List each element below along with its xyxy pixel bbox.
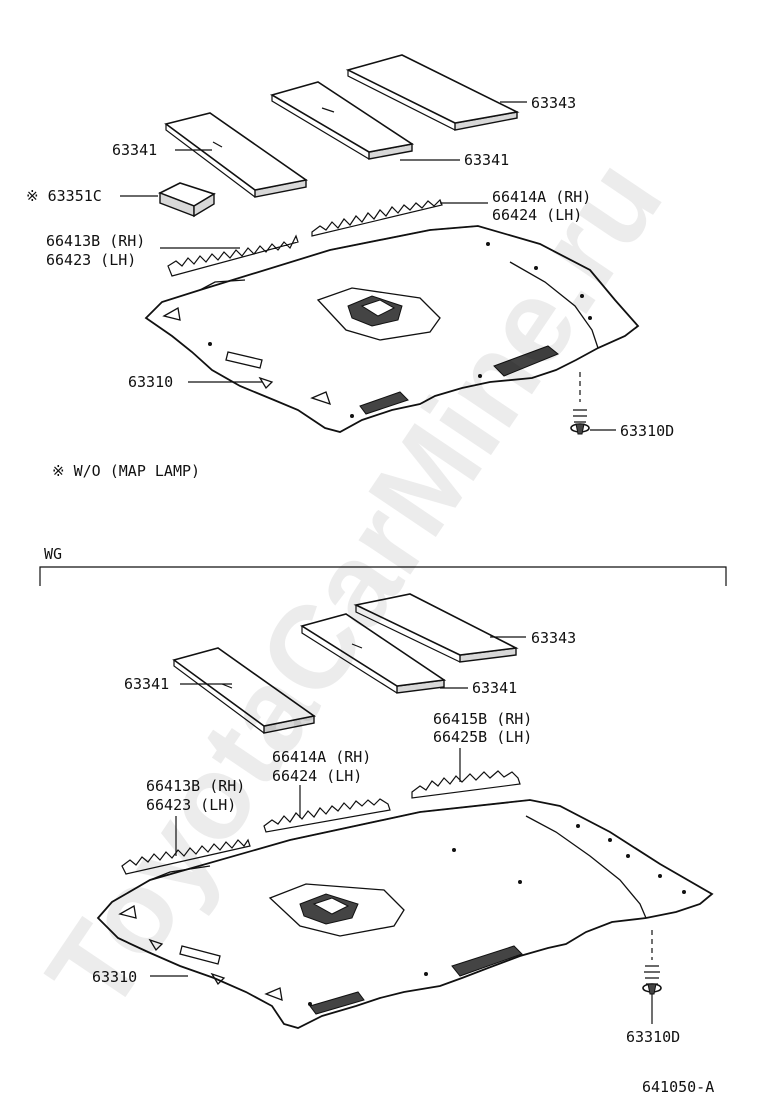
- section-bracket: [39, 566, 727, 586]
- leader-lines-bottom: [150, 636, 526, 977]
- headlining-63310-top: [144, 225, 640, 433]
- top-assembly: 63343 63341 63341 ※ 63351C 66414A (RH) 6…: [26, 54, 674, 480]
- label-66424-bottom: 66424 (LH): [272, 767, 362, 785]
- strip-66413b-bottom: [121, 838, 251, 875]
- label-63351c-top: ※ 63351C: [26, 187, 102, 205]
- label-66423-bottom: 66423 (LH): [146, 796, 236, 814]
- strip-66414a-top: [311, 198, 443, 237]
- label-63310-top: 63310: [128, 373, 173, 391]
- label-66423-top: 66423 (LH): [46, 251, 136, 269]
- label-66413b-top: 66413B (RH): [46, 232, 145, 250]
- strip-66414a-bottom: [263, 798, 391, 833]
- label-63341-left-top: 63341: [112, 141, 157, 159]
- label-63341-mid-bottom: 63341: [472, 679, 517, 697]
- block-63351c-top: [158, 182, 216, 218]
- clip-63310d-top: [570, 372, 590, 435]
- label-63310d-top: 63310D: [620, 422, 674, 440]
- label-63310d-bottom: 63310D: [626, 1028, 680, 1046]
- label-63341-mid-top: 63341: [464, 151, 509, 169]
- pad-63341-mid-top: [269, 81, 415, 160]
- label-63341-left-bottom: 63341: [124, 675, 169, 693]
- pad-63341-left-bottom: [172, 647, 316, 734]
- section-header-wg: WG: [44, 545, 62, 563]
- bottom-assembly: WG: [39, 545, 727, 1046]
- label-66414a-top: 66414A (RH): [492, 188, 591, 206]
- strip-66415b-bottom: [411, 770, 521, 799]
- pad-63341-left-top: [164, 112, 309, 198]
- headlining-63310-bottom: [96, 799, 714, 1029]
- clip-63310d-bottom: [642, 930, 662, 1024]
- pad-63343-top: [345, 54, 520, 131]
- leader-lines-top: [120, 101, 616, 431]
- label-66424-top: 66424 (LH): [492, 206, 582, 224]
- strip-66413b-top: [167, 234, 299, 277]
- label-66414a-bottom: 66414A (RH): [272, 748, 371, 766]
- label-63343-top: 63343: [531, 94, 576, 112]
- label-63343-bottom: 63343: [531, 629, 576, 647]
- pad-63341-mid-bottom: [300, 613, 447, 694]
- label-66413b-bottom: 66413B (RH): [146, 777, 245, 795]
- pad-63343-bottom: [353, 593, 519, 663]
- label-66425b-bottom: 66425B (LH): [433, 728, 532, 746]
- label-63310-bottom: 63310: [92, 968, 137, 986]
- label-66415b-bottom: 66415B (RH): [433, 710, 532, 728]
- note-map-lamp: ※ W/O (MAP LAMP): [52, 462, 200, 480]
- figure-code: 641050-A: [642, 1078, 714, 1096]
